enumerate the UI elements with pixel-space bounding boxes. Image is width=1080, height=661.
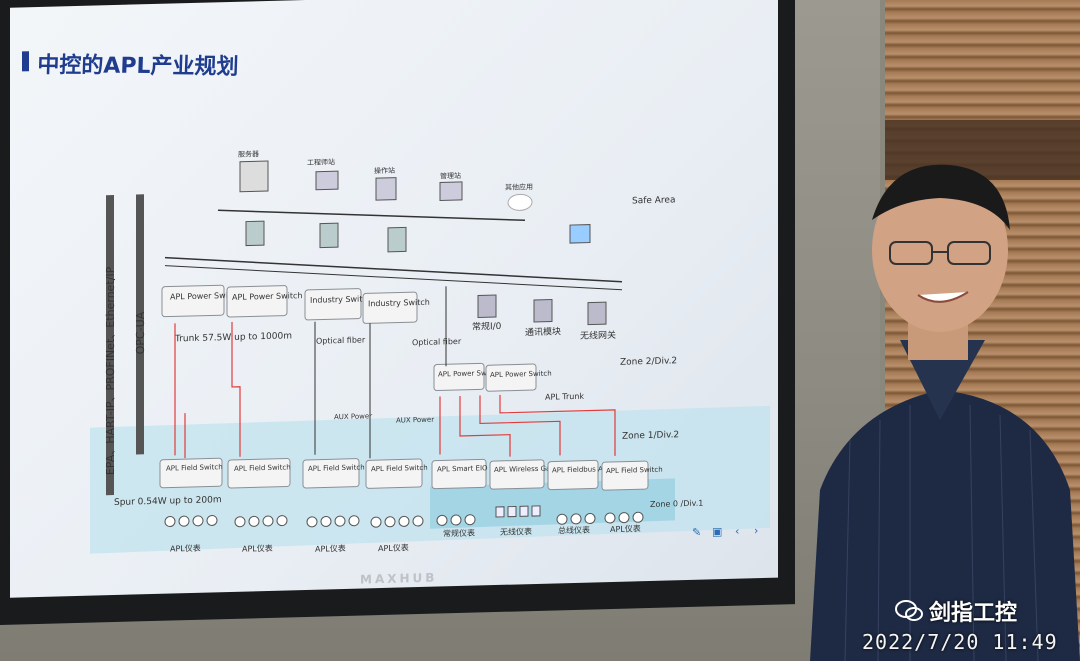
field-label: APL Field Switch <box>606 466 663 475</box>
instrument-label: APL仪表 <box>170 543 201 554</box>
comm-module-icon <box>533 299 553 323</box>
field-label: APL Smart EIO <box>437 464 488 473</box>
protocol-label: EPA、HART-IP、PROFINet、Ethernet/IP <box>104 266 117 475</box>
field-box <box>365 458 423 489</box>
io-module-icon <box>477 294 497 318</box>
next-control: › <box>754 524 758 537</box>
switch-label: Industry Switch <box>368 298 430 309</box>
network-diagram: Safe Area Zone 2/Div.2 Zone 1/Div.2 Zone… <box>90 149 770 554</box>
wireless-instruments <box>495 505 541 518</box>
switch-label: APL Power Switch <box>170 291 240 302</box>
main-bus-2 <box>164 265 623 291</box>
instrument-row <box>164 511 644 528</box>
field-label: APL Field Switch <box>371 464 428 473</box>
instrument-label: APL仪表 <box>242 543 273 554</box>
zone2-label: Zone 2/Div.2 <box>620 356 677 367</box>
field-label: APL Field Switch <box>234 463 291 472</box>
instrument-label: APL仪表 <box>610 523 641 534</box>
screen-control: ▣ <box>712 525 722 538</box>
cloud-icon <box>507 193 533 211</box>
trunk-line <box>459 395 511 457</box>
field-box <box>227 457 291 489</box>
top-node-label: 操作站 <box>374 166 395 176</box>
trunk-line <box>499 394 616 456</box>
safe-area-label: Safe Area <box>632 195 676 206</box>
instrument-label: APL仪表 <box>315 543 346 554</box>
apl-trunk-label: APL Trunk <box>545 392 584 402</box>
switch-label: APL Power Switch <box>232 291 302 302</box>
watermark-name: 剑指工控 <box>929 601 1018 626</box>
instrument-label: 无线仪表 <box>500 526 532 537</box>
switch-label: APL Power Switch <box>438 369 500 379</box>
prev-control: ‹ <box>735 525 739 538</box>
aux-label: AUX Power <box>396 416 434 425</box>
wireless-terminal-icon <box>569 224 591 244</box>
field-label: APL Fieldbus Agent <box>552 465 619 475</box>
field-label: APL Field Switch <box>308 463 365 472</box>
top-node-label: 工程师站 <box>307 157 335 167</box>
instrument-label: 常规仪表 <box>443 528 475 539</box>
top-bus <box>217 209 526 222</box>
trunk-line <box>231 321 241 457</box>
top-node-label: 服务器 <box>238 149 259 159</box>
io-label: 通讯模块 <box>525 325 561 338</box>
switch-label: Industry Switch <box>310 294 372 305</box>
apl-power-switch <box>161 284 225 318</box>
shirt-stripes <box>844 404 1039 661</box>
zone1-label: Zone 1/Div.2 <box>622 430 679 441</box>
wechat-icon <box>895 600 923 621</box>
field-label: APL Wireless Gateway <box>494 464 572 474</box>
operator-station-icon <box>375 177 397 201</box>
main-bus <box>164 256 623 283</box>
field-box <box>431 458 487 490</box>
server-icon <box>239 160 269 193</box>
smile <box>917 291 969 303</box>
aux-label: AUX Power <box>334 412 372 421</box>
instrument-label: APL仪表 <box>378 542 409 553</box>
engineer-station-icon <box>315 170 339 191</box>
trunk-label: Trunk 57.5W up to 1000m <box>174 331 292 344</box>
manager-station-icon <box>439 181 463 201</box>
switch-label: APL Power Switch <box>490 370 552 380</box>
top-node-label: 管理站 <box>440 171 461 181</box>
opc-label: OPC-UA <box>134 311 147 354</box>
field-box <box>159 457 223 489</box>
industry-switch <box>362 291 418 324</box>
shirt <box>810 390 1080 661</box>
io-label: 常规I/0 <box>472 320 502 333</box>
field-box <box>489 459 545 490</box>
pen-control: ✎ <box>692 526 701 539</box>
field-label: APL Field Switch <box>166 463 223 472</box>
presenter-person <box>810 164 1080 661</box>
trunk-line <box>479 395 561 456</box>
wireless-gateway-icon <box>587 301 607 326</box>
apl-power-switch <box>433 362 485 392</box>
monitor-brand: MAXHUB <box>360 570 438 587</box>
apl-power-switch <box>226 285 288 318</box>
industry-switch <box>304 288 362 321</box>
presentation-slide: 中控的APL产业规划 Safe Area Zone 2/Div.2 Zone 1… <box>10 0 778 598</box>
field-box <box>302 458 360 489</box>
zone0-label: Zone 0 /Div.1 <box>650 499 703 509</box>
display-monitor: 中控的APL产业规划 Safe Area Zone 2/Div.2 Zone 1… <box>0 0 795 626</box>
field-box <box>601 460 649 491</box>
photo-timestamp: 2022/7/20 11:49 <box>862 630 1058 654</box>
face <box>872 168 1008 332</box>
hair <box>872 164 1010 230</box>
top-node-label: 其他应用 <box>505 182 533 192</box>
controller-icon <box>245 220 265 247</box>
watermark: 剑指工控 <box>895 595 1017 627</box>
optical-label: Optical fiber <box>316 335 366 345</box>
controller-icon <box>387 226 407 253</box>
apl-power-switch <box>485 363 537 392</box>
spur-label: Spur 0.54W up to 200m <box>114 495 222 508</box>
instrument-label: 总线仪表 <box>558 525 590 536</box>
io-label: 无线网关 <box>580 329 616 342</box>
field-box <box>547 459 599 491</box>
controller-icon <box>319 222 339 249</box>
optical-label: Optical fiber <box>412 337 462 347</box>
